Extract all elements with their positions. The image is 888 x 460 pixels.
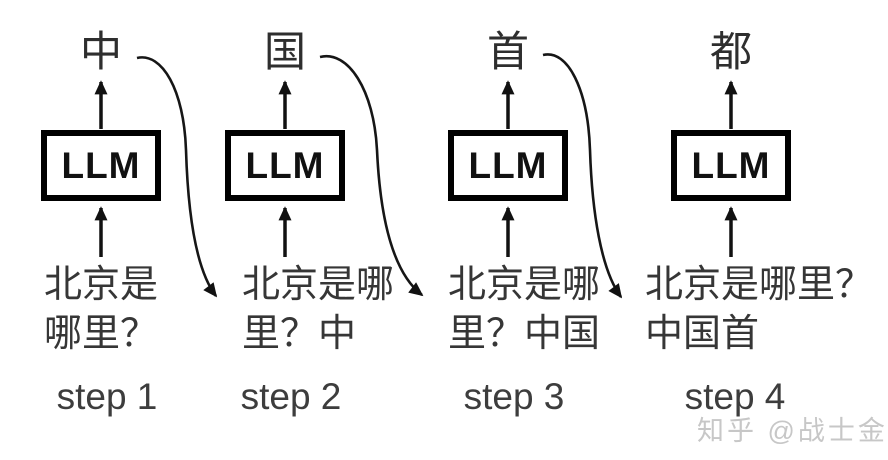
input-text-step1-line2: 哪里？ <box>44 313 159 355</box>
step-label-4: step 4 <box>684 376 786 417</box>
step-label-2: step 2 <box>240 376 342 417</box>
output-token-step3: 首 <box>486 28 529 75</box>
llm-box-label-step1: LLM <box>61 145 141 186</box>
llm-box-step3: LLM <box>448 130 568 201</box>
step-label-3: step 3 <box>463 376 565 417</box>
input-text-step2: 北京是哪 里？中 <box>242 261 394 359</box>
llm-box-step4: LLM <box>671 130 791 201</box>
llm-box-step1: LLM <box>41 130 161 201</box>
input-text-step1: 北京是 哪里？ <box>44 261 158 359</box>
llm-box-label-step3: LLM <box>468 145 548 186</box>
input-text-step1-line1: 北京是 <box>44 264 159 306</box>
step-label-1: step 1 <box>56 376 158 417</box>
zhihu-watermark: 知乎 @战士金 <box>697 416 888 446</box>
input-text-step2-line1: 北京是哪 <box>242 264 395 306</box>
input-text-step3: 北京是哪 里？中国 <box>448 261 600 359</box>
input-text-step4-line2: 中国首 <box>645 313 760 355</box>
input-text-step2-line2: 里？中 <box>242 313 357 355</box>
output-token-step4: 都 <box>709 28 752 75</box>
llm-box-label-step4: LLM <box>691 145 771 186</box>
llm-box-step2: LLM <box>225 130 345 201</box>
input-text-step4-line1: 北京是哪里？ <box>645 264 874 306</box>
input-text-step3-line1: 北京是哪 <box>448 264 601 306</box>
output-token-step2: 国 <box>263 28 306 75</box>
input-text-step3-line2: 里？中国 <box>448 313 601 355</box>
llm-box-label-step2: LLM <box>245 145 325 186</box>
input-text-step4: 北京是哪里？ 中国首 <box>645 261 873 359</box>
output-token-step1: 中 <box>79 28 122 75</box>
